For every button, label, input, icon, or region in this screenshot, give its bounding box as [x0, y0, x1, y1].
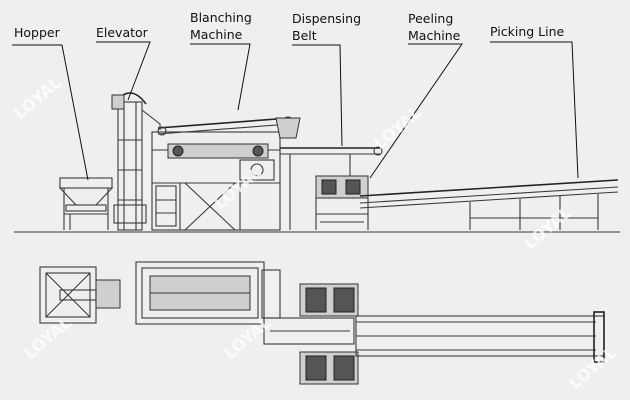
watermarks: LOYAL LOYAL LOYAL LOYAL LOYAL LOYAL LOYA…	[10, 73, 620, 393]
watermark-text-6: LOYAL	[20, 313, 75, 363]
label-dispensing-line1: Dispensing	[292, 11, 362, 26]
label-dispensing-line2: Belt	[292, 28, 317, 43]
leader-blanching	[190, 43, 251, 111]
picking-line-side-view	[359, 179, 619, 230]
label-peeling-line1: Peeling	[408, 11, 454, 26]
top-view-layout	[39, 261, 605, 385]
leader-peeling	[369, 43, 463, 179]
hopper-side-view	[58, 177, 114, 230]
label-elevator: Elevator	[96, 25, 148, 40]
label-blanching-line1: Blanching	[190, 10, 252, 25]
leader-lines	[12, 41, 579, 181]
label-blanching-line2: Machine	[190, 27, 243, 42]
watermark-text-1: LOYAL	[10, 73, 65, 123]
blanching-machine-side-view	[151, 116, 301, 231]
dispensing-belt-side-view	[280, 146, 383, 230]
label-hopper: Hopper	[14, 25, 60, 40]
watermark-text-4: LOYAL	[520, 203, 575, 253]
elevator-side-view	[111, 92, 161, 231]
watermark-text-3: LOYAL	[370, 103, 425, 153]
watermark-text-5: LOYAL	[220, 313, 275, 363]
label-peeling-line2: Machine	[408, 28, 461, 43]
leader-dispensing	[292, 44, 343, 147]
leader-hopper	[12, 44, 89, 181]
peeling-machine-side-view	[315, 175, 369, 230]
leader-picking	[490, 41, 579, 179]
label-picking-line: Picking Line	[490, 24, 565, 39]
leader-elevator	[96, 41, 151, 101]
watermark-text-2: LOYAL	[210, 163, 265, 213]
